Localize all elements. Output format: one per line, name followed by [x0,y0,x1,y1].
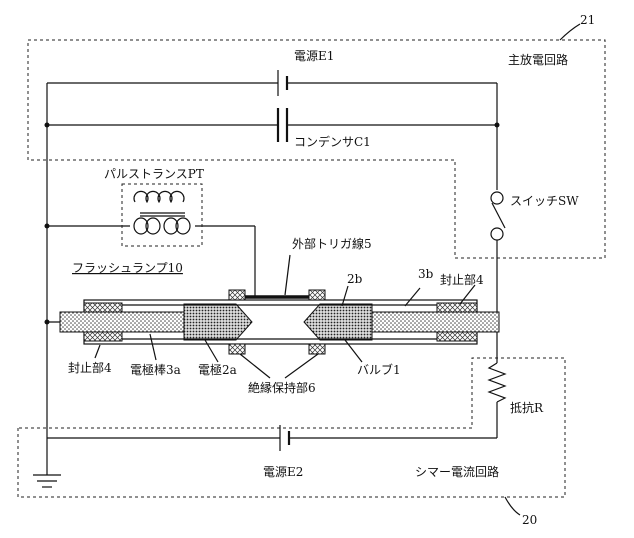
ref-21-leader [559,23,581,41]
main-wires [46,82,498,475]
bulb-1-label: バルブ1 [357,362,401,377]
pulse-transformer-label: パルストランスPT [104,167,204,181]
node-top-right [494,122,500,128]
ref-20-label: 20 [522,513,537,527]
node-trigger [44,223,50,229]
switch-sw-symbol [490,191,506,241]
ref-2b-label: 2b [347,272,363,286]
main-circuit-boundary [27,39,606,259]
simmer-circuit-label: シマー電流回路 [415,464,499,479]
battery-e2-symbol [279,425,291,451]
seal-left-label: 封止部4 [68,360,112,375]
ref-3b-label: 3b [418,267,434,281]
external-trigger-label: 外部トリガ線5 [292,236,372,251]
node-lamp-left [44,319,50,325]
power-e1-label: 電源E1 [294,49,334,63]
switch-sw-label: スイッチSW [510,194,579,208]
power-e2-label: 電源E2 [263,465,303,479]
flash-lamp-drawing [59,289,500,355]
battery-e1-symbol [277,70,289,96]
main-circuit-label: 主放電回路 [508,52,568,67]
ground-symbol [33,474,61,488]
resistor-r-label: 抵抗R [510,400,544,415]
node-top-left [44,122,50,128]
electrode-rod-3a-label: 電極棒3a [130,362,181,377]
leader-lines [94,254,476,379]
flash-lamp-label: フラッシュランプ10 [72,261,183,275]
ref-20-leader [504,496,521,516]
seal-right-label: 封止部4 [440,272,484,287]
capacitor-c1-label: コンデンサC1 [294,134,371,149]
pulse-transformer-symbol [121,183,203,247]
simmer-circuit-boundary [17,357,566,498]
electrode-2a-label: 電極2a [198,362,237,377]
insulation-holder-label: 絶縁保持部6 [248,380,316,395]
capacitor-c1-symbol [276,108,289,142]
ref-21-label: 21 [580,13,595,27]
resistor-r-symbol [487,362,507,403]
